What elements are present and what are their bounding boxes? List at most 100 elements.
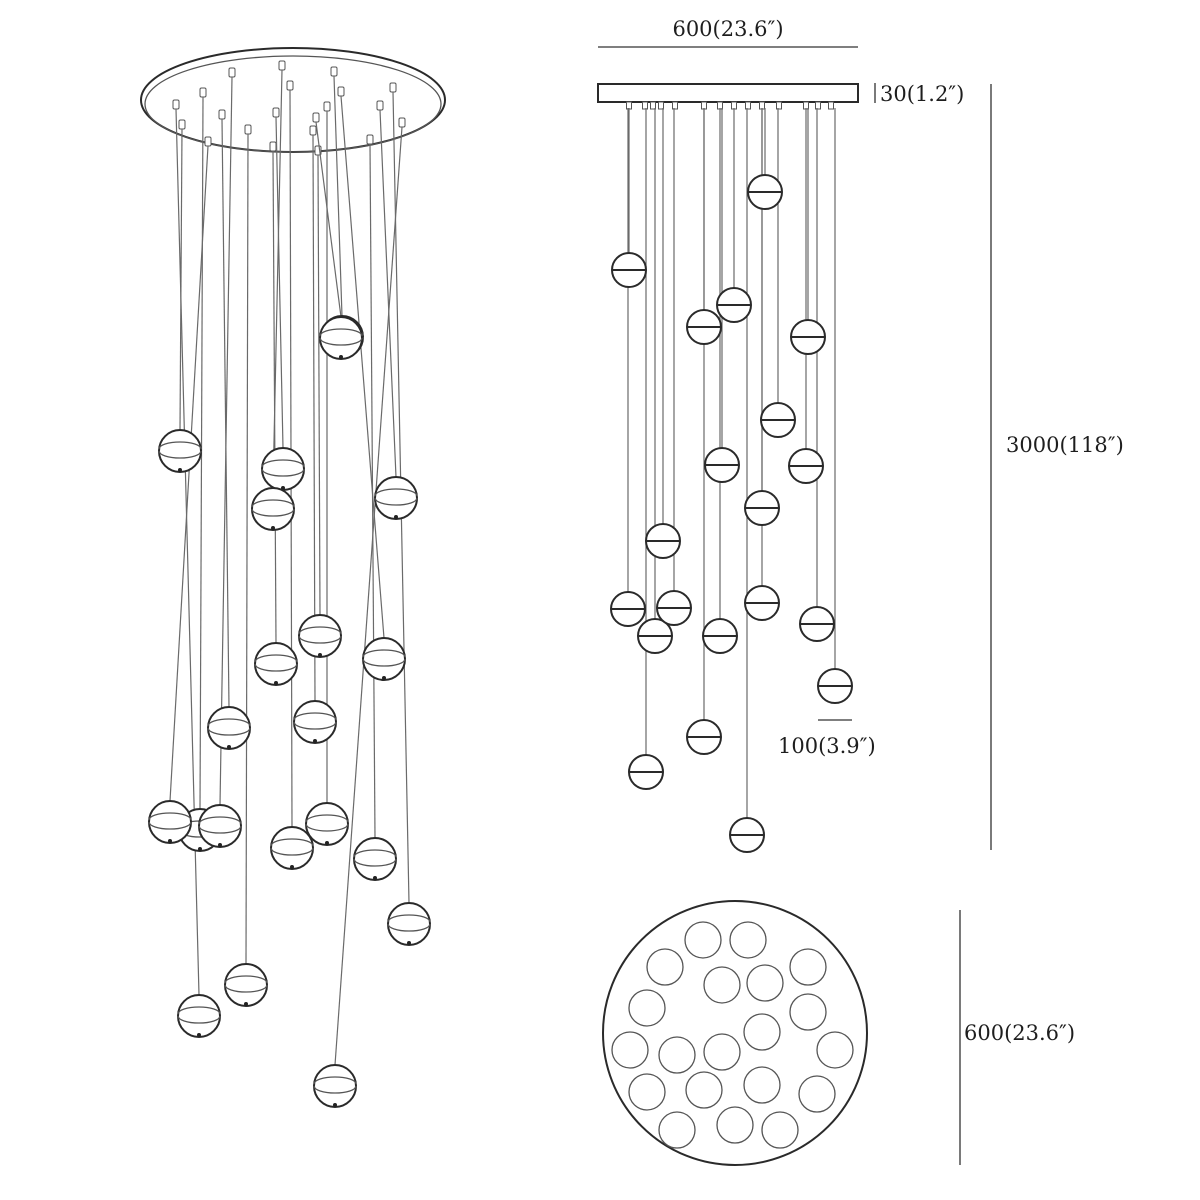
front-socket	[701, 101, 707, 110]
front-socket	[731, 101, 737, 110]
perspective-wire	[221, 118, 230, 708]
plan-globe	[789, 948, 827, 986]
perspective-globe-band	[305, 823, 349, 832]
perspective-socket	[309, 125, 317, 136]
perspective-view	[140, 47, 446, 1108]
perspective-globe	[254, 642, 298, 686]
perspective-globe-band	[313, 1085, 357, 1094]
perspective-globe-band	[313, 1076, 357, 1085]
perspective-socket	[178, 119, 186, 130]
perspective-globe-tip	[227, 745, 231, 749]
perspective-socket	[228, 67, 236, 78]
front-socket	[745, 101, 751, 110]
perspective-globe-band	[387, 923, 431, 932]
front-socket	[776, 101, 782, 110]
perspective-wire	[275, 116, 284, 449]
perspective-globe-band	[177, 1006, 221, 1015]
perspective-globes	[148, 315, 431, 1108]
perspective-socket	[278, 60, 286, 71]
plan-globe	[816, 1031, 854, 1069]
plan-canopy-circle	[602, 900, 868, 1166]
perspective-socket	[366, 134, 374, 145]
plan-globe	[789, 993, 827, 1031]
plan-globe	[611, 1031, 649, 1069]
front-globes	[610, 174, 853, 853]
perspective-globe-band	[374, 488, 418, 497]
perspective-globe	[177, 994, 221, 1038]
perspective-socket	[272, 107, 280, 118]
perspective-globe-tip	[382, 676, 386, 680]
perspective-globe-tip	[313, 739, 317, 743]
perspective-globe-band	[148, 812, 192, 821]
plan-globe	[743, 1013, 781, 1051]
canopy-height-dimension-label: 30(1.2″)	[880, 82, 964, 106]
perspective-wire	[315, 121, 342, 318]
plan-globe	[746, 964, 784, 1002]
perspective-wire	[245, 133, 249, 965]
perspective-socket	[312, 112, 320, 123]
front-socket	[642, 101, 648, 110]
perspective-socket	[337, 86, 345, 97]
perspective-globe-band	[353, 849, 397, 858]
perspective-socket	[218, 109, 226, 120]
perspective-globe-band	[362, 658, 406, 667]
perspective-globe	[251, 487, 295, 531]
perspective-globe-band	[387, 914, 431, 923]
perspective-globe-tip	[197, 1033, 201, 1037]
perspective-globe-band	[270, 838, 314, 847]
perspective-globe-tip	[218, 843, 222, 847]
perspective-globe-band	[362, 649, 406, 658]
perspective-globe-band	[198, 825, 242, 834]
perspective-globe-tip	[339, 355, 343, 359]
plan-globe	[658, 1036, 696, 1074]
perspective-socket	[323, 101, 331, 112]
perspective-globe-band	[254, 654, 298, 663]
plan-globe	[684, 921, 722, 959]
front-socket	[828, 101, 834, 110]
top-width-dimension-label: 600(23.6″)	[672, 17, 783, 41]
perspective-globe	[270, 826, 314, 870]
perspective-globe-band	[224, 984, 268, 993]
perspective-globe-band	[148, 821, 192, 830]
perspective-wire	[175, 108, 200, 996]
perspective-globe	[148, 800, 192, 844]
perspective-globe-band	[353, 858, 397, 867]
plan-globe	[628, 1073, 666, 1111]
perspective-globe	[298, 614, 342, 658]
perspective-wire	[334, 126, 403, 1066]
plan-globe	[703, 1033, 741, 1071]
front-socket	[815, 101, 821, 110]
perspective-globe-tip	[407, 941, 411, 945]
perspective-globe-band	[270, 847, 314, 856]
perspective-globe	[158, 429, 202, 473]
plan-globe	[703, 966, 741, 1004]
front-socket	[650, 101, 656, 110]
perspective-socket	[389, 82, 397, 93]
perspective-globe-tip	[394, 515, 398, 519]
perspective-socket	[199, 87, 207, 98]
perspective-globe-tip	[178, 468, 182, 472]
perspective-globe-band	[293, 712, 337, 721]
front-socket	[672, 101, 678, 110]
perspective-wire	[272, 69, 283, 489]
perspective-globe	[261, 447, 305, 491]
plan-globe	[646, 948, 684, 986]
perspective-globe-band	[319, 328, 363, 337]
front-elevation-view: 600(23.6″) 30(1.2″) 3000(118″) 100(3.9″)	[597, 17, 1124, 853]
front-canopy-bar	[597, 83, 859, 103]
perspective-globe-tip	[333, 1103, 337, 1107]
perspective-globe-tip	[271, 526, 275, 530]
perspective-socket	[204, 136, 212, 147]
front-socket	[803, 101, 809, 110]
front-socket	[717, 101, 723, 110]
plan-globe	[743, 1066, 781, 1104]
front-socket	[658, 101, 664, 110]
plan-globes	[611, 921, 854, 1149]
perspective-wire	[312, 134, 316, 702]
perspective-globe-tip	[325, 841, 329, 845]
perspective-globe-band	[319, 337, 363, 346]
perspective-wire	[317, 154, 321, 616]
plan-globe	[658, 1111, 696, 1149]
perspective-wire	[333, 75, 343, 317]
